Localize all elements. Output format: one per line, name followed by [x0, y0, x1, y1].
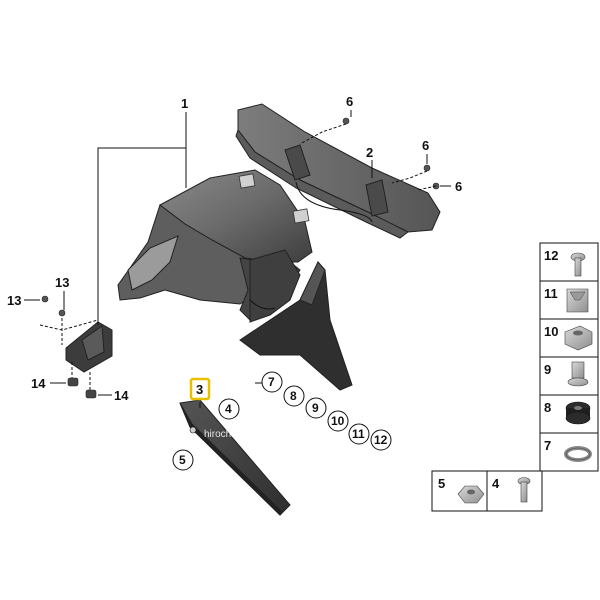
callout-13a: 13 [7, 293, 21, 308]
callout-6b: 6 [422, 138, 429, 153]
legend-label-8: 8 [544, 400, 551, 415]
side-bracket-part-13-14 [39, 295, 113, 399]
callout-14b: 14 [114, 388, 129, 403]
callout-12: 12 [374, 433, 388, 447]
legend-label-11: 11 [544, 286, 558, 301]
callout-11: 11 [352, 427, 365, 441]
callout-3-highlight: 3 [189, 377, 211, 401]
callout-6c: 6 [455, 179, 462, 194]
callout-9: 9 [312, 401, 319, 415]
screw-12-icon [570, 252, 586, 277]
callout-10-circle: 10 [327, 410, 349, 432]
callout-11-circle: 11 [348, 423, 370, 445]
screw-6b-icon [423, 164, 431, 172]
legend-label-5: 5 [438, 476, 445, 491]
nut-14b-icon [85, 389, 97, 399]
lower-fender-bracket [239, 249, 353, 391]
callout-7: 7 [268, 375, 275, 389]
callout-13b: 13 [55, 275, 69, 290]
legend-label-7: 7 [544, 438, 551, 453]
legend-label-4: 4 [492, 476, 500, 491]
nut-14a-icon [67, 377, 79, 387]
screw-13b-icon [58, 309, 66, 317]
callout-9-circle: 9 [305, 397, 327, 419]
callout-4: 4 [225, 402, 232, 416]
watermark-text: hirochi [204, 429, 233, 440]
callout-8-circle: 8 [283, 385, 305, 407]
callout-4-circle: 4 [218, 398, 240, 420]
spacer-sleeve-9-icon [567, 361, 589, 387]
license-plate-holder-part-3: hirochi [179, 399, 291, 516]
screw-13a-icon [41, 295, 49, 303]
callout-1: 1 [181, 96, 188, 111]
clip-nut-11-icon [566, 288, 589, 313]
hardware-legend: 12 11 10 9 8 [431, 242, 599, 512]
square-nut-10-icon [564, 325, 593, 351]
spring-washer-7-icon [564, 446, 592, 462]
callout-5: 5 [179, 453, 186, 467]
rear-crossbar-part-2 [235, 103, 441, 239]
callout-5-circle: 5 [172, 449, 194, 471]
screw-4-icon [517, 477, 531, 503]
screw-6a-icon [342, 117, 350, 125]
hex-nut-5-icon [457, 485, 485, 504]
callout-2: 2 [366, 145, 373, 160]
callout-6a: 6 [346, 94, 353, 109]
callout-8: 8 [290, 389, 297, 403]
legend-label-12: 12 [544, 248, 558, 263]
legend-label-10: 10 [544, 324, 558, 339]
callout-7-circle: 7 [261, 371, 283, 393]
callout-3: 3 [196, 382, 203, 397]
callout-14a: 14 [31, 376, 46, 391]
callout-10: 10 [331, 414, 345, 428]
callout-12-circle: 12 [370, 429, 392, 451]
legend-label-9: 9 [544, 362, 551, 377]
rubber-grommet-8-icon [565, 401, 591, 425]
